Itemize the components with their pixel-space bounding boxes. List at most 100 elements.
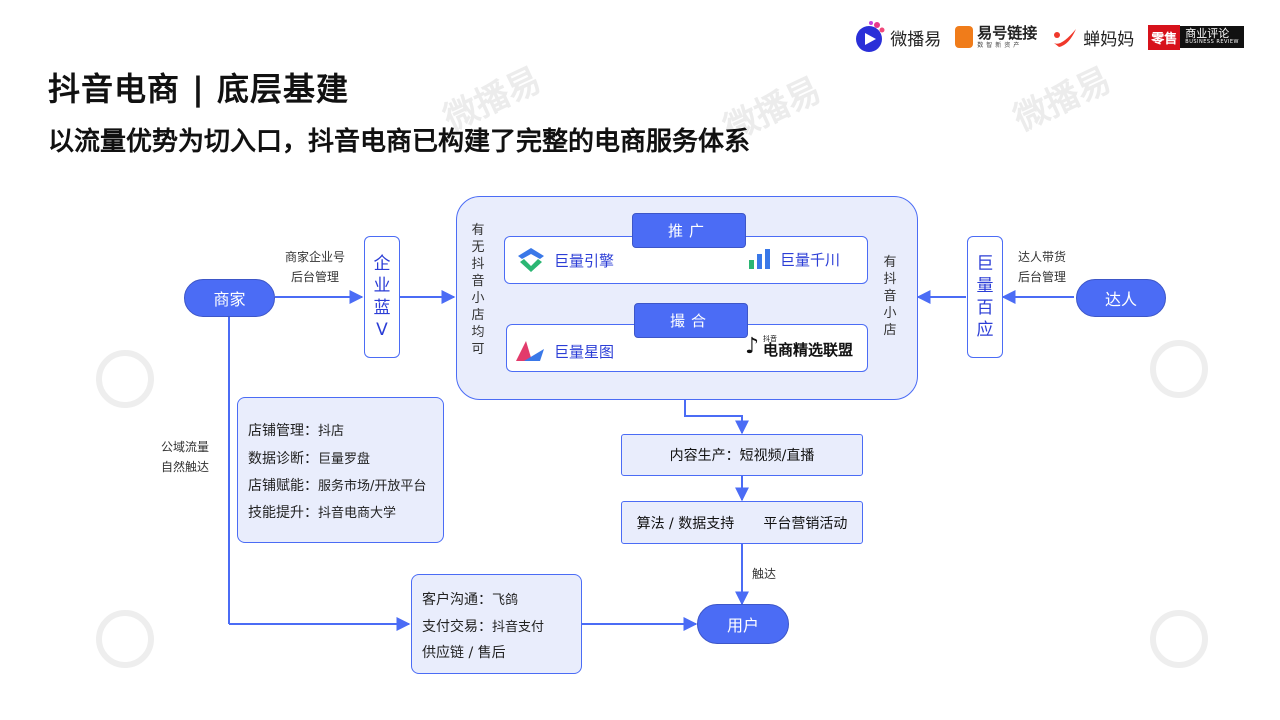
label-talent-backend: 达人带货 后台管理 <box>1008 247 1076 287</box>
right-vertical-char: 音 <box>883 289 897 304</box>
juliang-baiying-char: 应 <box>976 320 994 340</box>
watermark-icon <box>1150 610 1208 668</box>
yihao-logo-text: 易号链接 <box>977 23 1038 42</box>
store-row-key: 店铺管理： <box>248 423 318 439</box>
left-vertical-char: 有 <box>471 223 485 238</box>
jingxuan-lianmeng-brand: ♪ 抖音 电商精选联盟 <box>745 336 853 358</box>
juliang-yinqing-label: 巨量引擎 <box>554 251 615 270</box>
watermark-icon <box>96 610 154 668</box>
service-row-value: 抖音支付 <box>492 620 545 635</box>
juliang-yinqing-brand: 巨量引擎 <box>516 246 614 274</box>
left-vertical-char: 小 <box>471 291 485 306</box>
arrow-platform-to-content <box>684 398 749 435</box>
douyin-note-icon: ♪ <box>745 334 760 359</box>
customer-service-card: 客户沟通：飞鸽 支付交易：抖音支付 供应链 / 售后 <box>411 574 582 674</box>
weiboyi-logo-text: 微播易 <box>890 29 942 50</box>
juliang-baiying-box: 巨 量 百 应 <box>967 236 1003 358</box>
chanmama-logo: 蝉妈妈 <box>1051 25 1134 50</box>
store-row: 数据诊断：巨量罗盘 <box>248 448 370 468</box>
juliang-qianchuan-brand: 巨量千川 <box>748 248 840 270</box>
talent-node: 达人 <box>1076 279 1166 317</box>
enterprise-blue-v-box: 企 业 蓝 V <box>364 236 400 358</box>
shangye-logo-text: 商业评论 <box>1185 27 1230 41</box>
douyin-small-label: 抖音 <box>763 335 778 343</box>
store-row-value: 服务市场/开放平台 <box>318 479 427 494</box>
shangye-logo-en: BUSINESS REVIEW <box>1185 39 1239 46</box>
algorithm-support-label: 算法 / 数据支持 <box>636 515 735 532</box>
right-vertical-char: 小 <box>883 306 897 321</box>
store-row: 店铺管理：抖店 <box>248 420 344 440</box>
left-vertical-char: 抖 <box>471 257 485 272</box>
left-vertical-note: 有 无 抖 音 小 店 均 可 <box>469 222 487 358</box>
store-row-value: 巨量罗盘 <box>318 452 371 467</box>
chanmama-logo-text: 蝉妈妈 <box>1083 29 1135 50</box>
platform-marketing-label: 平台营销活动 <box>763 515 848 532</box>
enterprise-blue-v-char: V <box>376 320 388 340</box>
left-vertical-char: 均 <box>471 325 485 340</box>
jingxuan-lianmeng-label: 电商精选联盟 <box>763 341 854 359</box>
juliang-baiying-char: 百 <box>976 298 994 318</box>
juliang-baiying-char: 量 <box>976 276 994 296</box>
right-vertical-note: 有 抖 音 小 店 <box>881 254 899 339</box>
weiboyi-play-icon <box>856 21 885 52</box>
label-talent-backend-line2: 后台管理 <box>1017 270 1066 284</box>
label-merchant-backend-line1: 商家企业号 <box>284 250 345 264</box>
service-row: 客户沟通：飞鸽 <box>422 589 518 609</box>
promote-tag: 推广 <box>632 213 746 248</box>
label-merchant-backend-line2: 后台管理 <box>290 270 339 284</box>
label-talent-backend-line1: 达人带货 <box>1017 250 1066 264</box>
user-node: 用户 <box>697 604 789 644</box>
right-vertical-char: 抖 <box>883 272 897 287</box>
chanmama-icon <box>1054 29 1077 47</box>
logo-bar: 微播易 易号链接 数智新资产 蝉妈妈 零售 商业评论 BUSINESS REVI… <box>852 14 1244 60</box>
lingshou-logo-text: 零售 <box>1148 24 1181 50</box>
left-vertical-char: 音 <box>471 274 485 289</box>
store-row: 技能提升：抖音电商大学 <box>248 502 396 522</box>
page-title: 抖音电商 | 底层基建 <box>48 70 349 108</box>
store-row-key: 数据诊断： <box>248 451 318 467</box>
left-vertical-char: 可 <box>471 342 485 357</box>
store-services-card: 店铺管理：抖店 数据诊断：巨量罗盘 店铺赋能：服务市场/开放平台 技能提升：抖音… <box>237 397 444 543</box>
merchant-node: 商家 <box>184 279 275 317</box>
enterprise-blue-v-char: 蓝 <box>373 298 391 318</box>
right-vertical-char: 店 <box>883 323 897 338</box>
store-row-key: 技能提升： <box>248 505 318 521</box>
service-row-key: 供应链 / 售后 <box>422 645 506 661</box>
business-review-logo: 零售 商业评论 BUSINESS REVIEW <box>1148 24 1244 50</box>
label-public-traffic-line1: 公域流量 <box>160 440 209 454</box>
right-vertical-char: 有 <box>883 255 897 270</box>
support-box: 算法 / 数据支持 平台营销活动 <box>621 501 863 544</box>
service-row-key: 客户沟通： <box>422 592 492 608</box>
enterprise-blue-v-char: 业 <box>373 276 391 296</box>
store-row-value: 抖音电商大学 <box>318 506 397 521</box>
store-row: 店铺赋能：服务市场/开放平台 <box>248 475 426 495</box>
juliang-qianchuan-icon <box>749 249 770 269</box>
left-vertical-char: 店 <box>471 308 485 323</box>
enterprise-blue-v-char: 企 <box>373 254 391 274</box>
juliang-xingtu-icon <box>516 341 544 361</box>
match-tag: 撮合 <box>634 303 748 338</box>
store-row-key: 店铺赋能： <box>248 478 318 494</box>
juliang-baiying-char: 巨 <box>976 254 994 274</box>
label-public-traffic-line2: 自然触达 <box>160 460 209 474</box>
juliang-xingtu-brand: 巨量星图 <box>516 339 614 363</box>
juliang-qianchuan-label: 巨量千川 <box>780 250 841 269</box>
watermark-icon <box>96 350 154 408</box>
yihao-icon <box>955 26 974 48</box>
watermark-icon <box>1150 340 1208 398</box>
weiboyi-logo: 微播易 <box>852 20 941 54</box>
service-row-value: 飞鸽 <box>492 593 519 608</box>
store-row-value: 抖店 <box>318 424 345 439</box>
service-row: 支付交易：抖音支付 <box>422 616 544 636</box>
yihao-logo: 易号链接 数智新资产 <box>955 23 1038 49</box>
label-merchant-backend: 商家企业号 后台管理 <box>280 247 350 287</box>
juliang-yinqing-icon <box>518 248 544 272</box>
service-row: 供应链 / 售后 <box>422 642 506 662</box>
yihao-logo-sub: 数智新资产 <box>977 41 1023 49</box>
content-production-box: 内容生产：短视频/直播 <box>621 434 863 476</box>
page-subtitle: 以流量优势为切入口，抖音电商已构建了完整的电商服务体系 <box>48 127 751 157</box>
juliang-xingtu-label: 巨量星图 <box>554 342 615 361</box>
label-public-traffic: 公域流量 自然触达 <box>155 437 215 477</box>
label-reach: 触达 <box>752 567 777 581</box>
